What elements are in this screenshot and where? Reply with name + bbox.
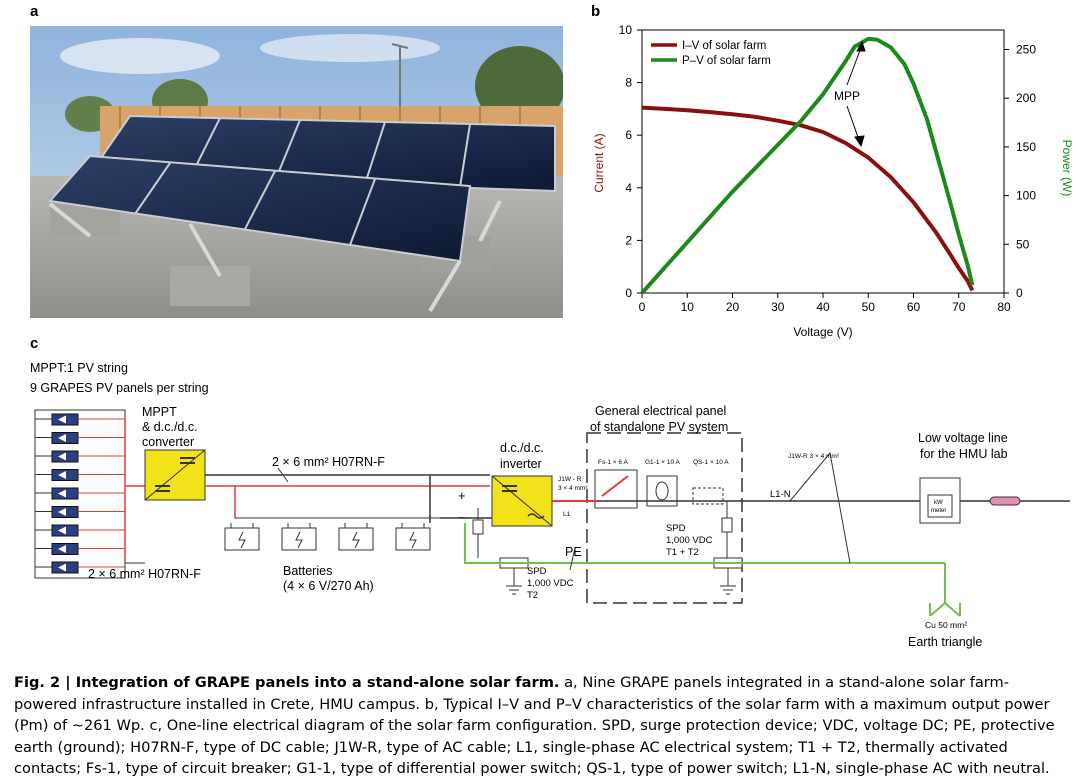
- caption-body: a, Nine GRAPE panels integrated in a sta…: [14, 674, 1055, 777]
- y2-tick-label: 100: [1016, 189, 1036, 203]
- pv-module: [35, 543, 125, 555]
- y2-tick-label: 50: [1016, 237, 1030, 251]
- kw-meter-label-2: meter: [931, 508, 946, 514]
- converter-label-1: MPPT: [142, 405, 177, 419]
- low-voltage-label-1: Low voltage line: [918, 431, 1008, 445]
- x-tick-label: 0: [639, 300, 646, 314]
- earth-cable-label: Cu 50 mm²: [925, 620, 967, 630]
- y-tick-label: 4: [625, 181, 632, 195]
- inverter-label-1: d.c./d.c.: [500, 441, 544, 455]
- general-panel-title-2: of standalone PV system: [590, 420, 728, 434]
- inverter-label-2: inverter: [500, 457, 542, 471]
- panel-letter-a: a: [30, 3, 39, 20]
- figure-caption: Fig. 2 | Integration of GRAPE panels int…: [14, 672, 1072, 780]
- battery: [395, 523, 431, 551]
- x-tick-label: 20: [726, 300, 740, 314]
- g1-switch-label: G1-1 × 10 A: [645, 459, 681, 466]
- spd-inner-2: 1,000 VDC: [666, 535, 713, 546]
- panels-per-string-text: 9 GRAPES PV panels per string: [30, 381, 209, 395]
- y2-tick-label: 200: [1016, 91, 1036, 105]
- j1w-small-label-2: 3 × 4 mm²: [558, 485, 588, 492]
- pv-module: [35, 469, 125, 481]
- earth-triangle-label: Earth triangle: [908, 635, 982, 649]
- x-tick-label: 30: [771, 300, 785, 314]
- y2-tick-label: 150: [1016, 140, 1036, 154]
- pv-module: [35, 506, 125, 518]
- battery: [338, 523, 374, 551]
- legend-iv-label: I–V of solar farm: [682, 40, 766, 52]
- fs-breaker-label: Fs-1 × 6 A: [598, 459, 628, 466]
- dc-cable-top-label: 2 × 6 mm² H07RN-F: [272, 455, 385, 469]
- j1w-small-label-1: J1W - R: [558, 476, 582, 483]
- pv-module: [35, 561, 125, 574]
- panel-letter-c: c: [30, 335, 39, 352]
- spd-inner-3: T1 + T2: [666, 547, 699, 558]
- y-tick-label: 0: [625, 286, 632, 300]
- pv-module: [35, 432, 125, 444]
- x-axis-label: Voltage (V): [793, 325, 852, 339]
- battery: [224, 523, 260, 551]
- pv-module: [35, 487, 125, 500]
- spd-left-3: T2: [527, 590, 538, 601]
- spd-inner-1: SPD: [666, 523, 686, 534]
- mppt-string-text: MPPT:1 PV string: [30, 361, 128, 375]
- x-tick-label: 50: [862, 300, 876, 314]
- plus-sign: +: [458, 488, 466, 503]
- converter-label-3: converter: [142, 435, 194, 449]
- x-tick-label: 40: [816, 300, 830, 314]
- kw-meter-label-1: kW: [934, 500, 943, 506]
- qs-switch-label: QS-1 × 10 A: [693, 459, 729, 466]
- y2-tick-label: 0: [1016, 286, 1023, 300]
- solar-farm-photo: [30, 26, 563, 318]
- pe-label: PE: [565, 545, 582, 559]
- low-voltage-label-2: for the HMU lab: [920, 447, 1008, 461]
- converter-label-2: & d.c./d.c.: [142, 420, 198, 434]
- batteries-label: Batteries: [283, 564, 332, 578]
- spd-left-2: 1,000 VDC: [527, 578, 574, 589]
- x-tick-label: 70: [952, 300, 966, 314]
- y-tick-label: 6: [625, 128, 632, 142]
- electrical-diagram: MPPT:1 PV string 9 GRAPES PV panels per …: [30, 361, 1070, 649]
- spd-left-1: SPD: [527, 566, 547, 577]
- dc-cable-bottom-label: 2 × 6 mm² H07RN-F: [88, 567, 201, 581]
- y-tick-label: 10: [619, 23, 633, 37]
- y-tick-label: 8: [625, 76, 632, 90]
- general-panel-title-1: General electrical panel: [595, 404, 726, 418]
- y2-axis-label: Power (W): [1060, 140, 1074, 197]
- mpp-arrows: [846, 40, 866, 148]
- legend-pv-label: P–V of solar farm: [682, 55, 771, 67]
- pv-module: [35, 524, 125, 537]
- pv-module: [35, 450, 125, 463]
- x-tick-label: 60: [907, 300, 921, 314]
- y-tick-label: 2: [625, 233, 632, 247]
- pv-curve: [640, 36, 975, 295]
- panel-letter-b: b: [591, 3, 601, 20]
- pv-module: [35, 413, 125, 426]
- iv-curve: [641, 105, 975, 292]
- x-tick-label: 10: [681, 300, 695, 314]
- y-axis-label: Current (A): [592, 133, 606, 192]
- batteries-spec: (4 × 6 V/270 Ah): [283, 579, 374, 593]
- y2-tick-label: 250: [1016, 42, 1036, 56]
- l1-label: L1: [563, 511, 571, 518]
- caption-lead: Fig. 2 | Integration of GRAPE panels int…: [14, 674, 560, 691]
- mpp-annotation: MPP: [834, 89, 860, 103]
- x-tick-label: 80: [997, 300, 1011, 314]
- j1w-right-label: J1W-R 3 × 4 mm²: [788, 453, 840, 460]
- l1n-label: L1-N: [770, 489, 791, 500]
- battery: [281, 523, 317, 551]
